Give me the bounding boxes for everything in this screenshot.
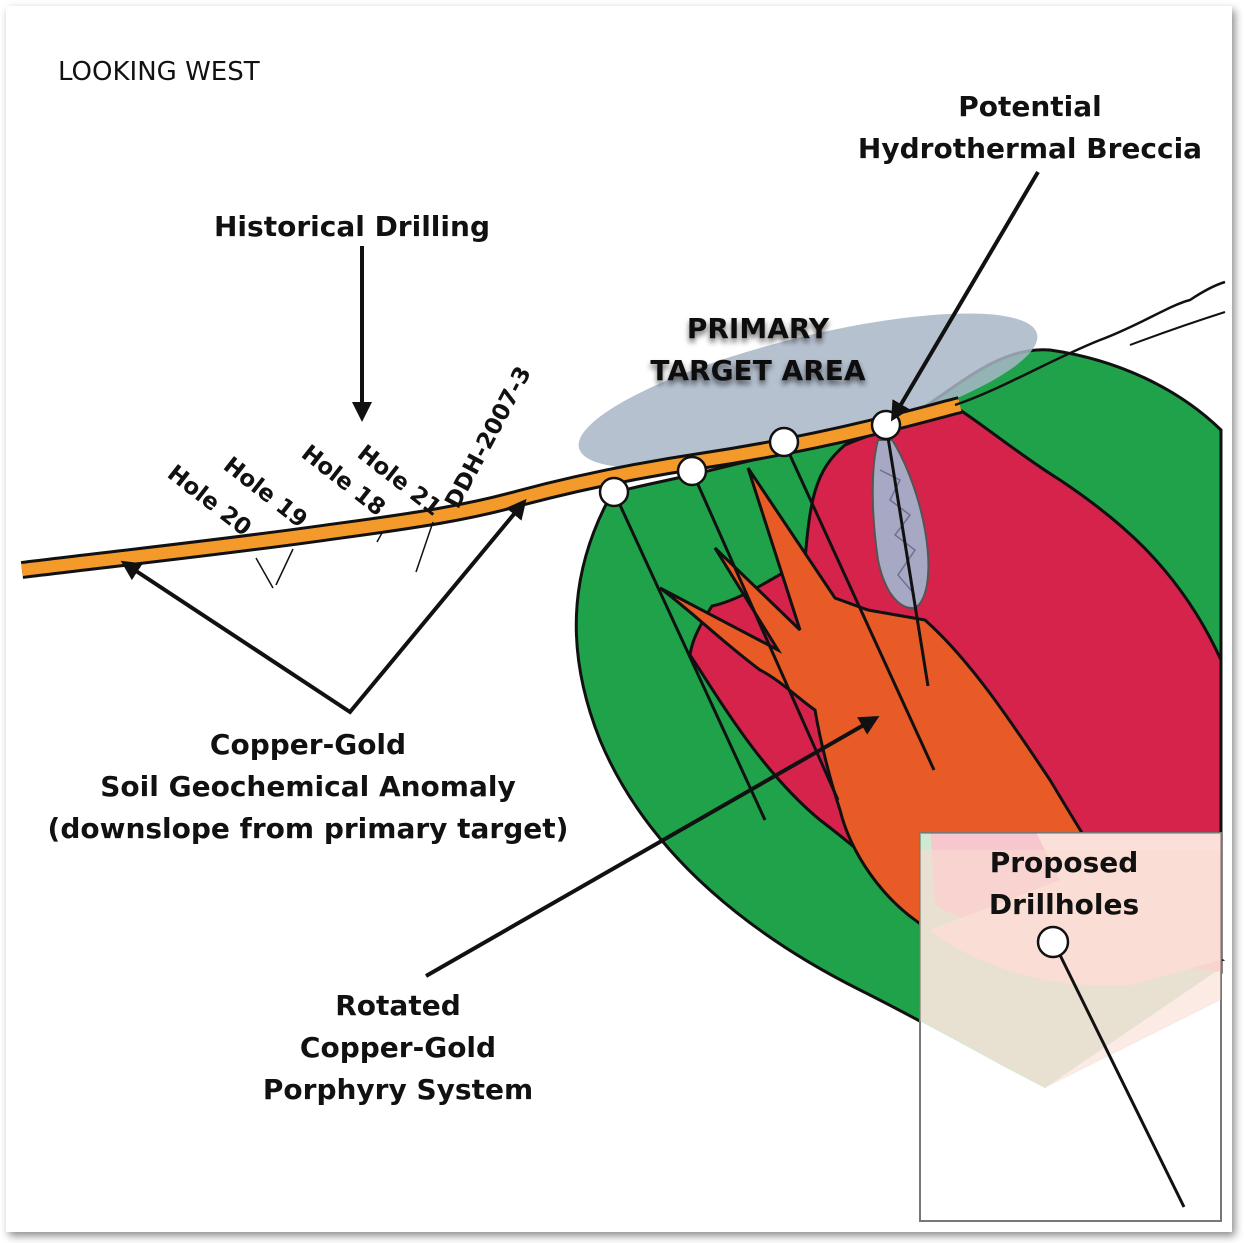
drillhole-traces xyxy=(612,424,936,821)
svg-text:(downslope from primary target: (downslope from primary target) xyxy=(48,812,569,845)
primary-target-ellipse xyxy=(578,313,1038,469)
soil-anomaly-label: Copper-Gold Soil Geochemical Anomaly (do… xyxy=(48,728,569,845)
hydrothermal-breccia-label: Potential Hydrothermal Breccia xyxy=(858,90,1202,165)
svg-text:Rotated: Rotated xyxy=(335,989,461,1022)
proposed-drillhole-collar xyxy=(1036,925,1070,959)
svg-text:PRIMARY: PRIMARY xyxy=(687,312,830,345)
proposed-drillholes-label: Proposed Drillholes xyxy=(989,846,1139,921)
primary-target-label: PRIMARY TARGET AREA xyxy=(650,312,865,387)
proposed-drillhole-trace xyxy=(1058,954,1186,1208)
svg-text:Drillholes: Drillholes xyxy=(989,888,1139,921)
svg-text:Porphyry System: Porphyry System xyxy=(263,1073,533,1106)
svg-text:Hydrothermal Breccia: Hydrothermal Breccia xyxy=(858,132,1202,165)
svg-text:Potential: Potential xyxy=(958,90,1102,123)
drillhole-collars xyxy=(598,409,902,508)
view-direction-label: LOOKING WEST xyxy=(58,57,260,87)
svg-text:TARGET AREA: TARGET AREA xyxy=(650,354,865,387)
proposed-drillholes-inset xyxy=(919,832,1222,1222)
annotation-arrows xyxy=(120,170,1040,978)
svg-text:Proposed: Proposed xyxy=(990,846,1139,879)
historical-drilling-label: Historical Drilling xyxy=(214,210,490,243)
svg-text:Copper-Gold: Copper-Gold xyxy=(210,728,406,761)
svg-text:Soil Geochemical Anomaly: Soil Geochemical Anomaly xyxy=(100,770,515,803)
ridge-line xyxy=(954,280,1226,407)
porphyry-system-label: Rotated Copper-Gold Porphyry System xyxy=(263,989,533,1106)
svg-text:Copper-Gold: Copper-Gold xyxy=(300,1031,496,1064)
